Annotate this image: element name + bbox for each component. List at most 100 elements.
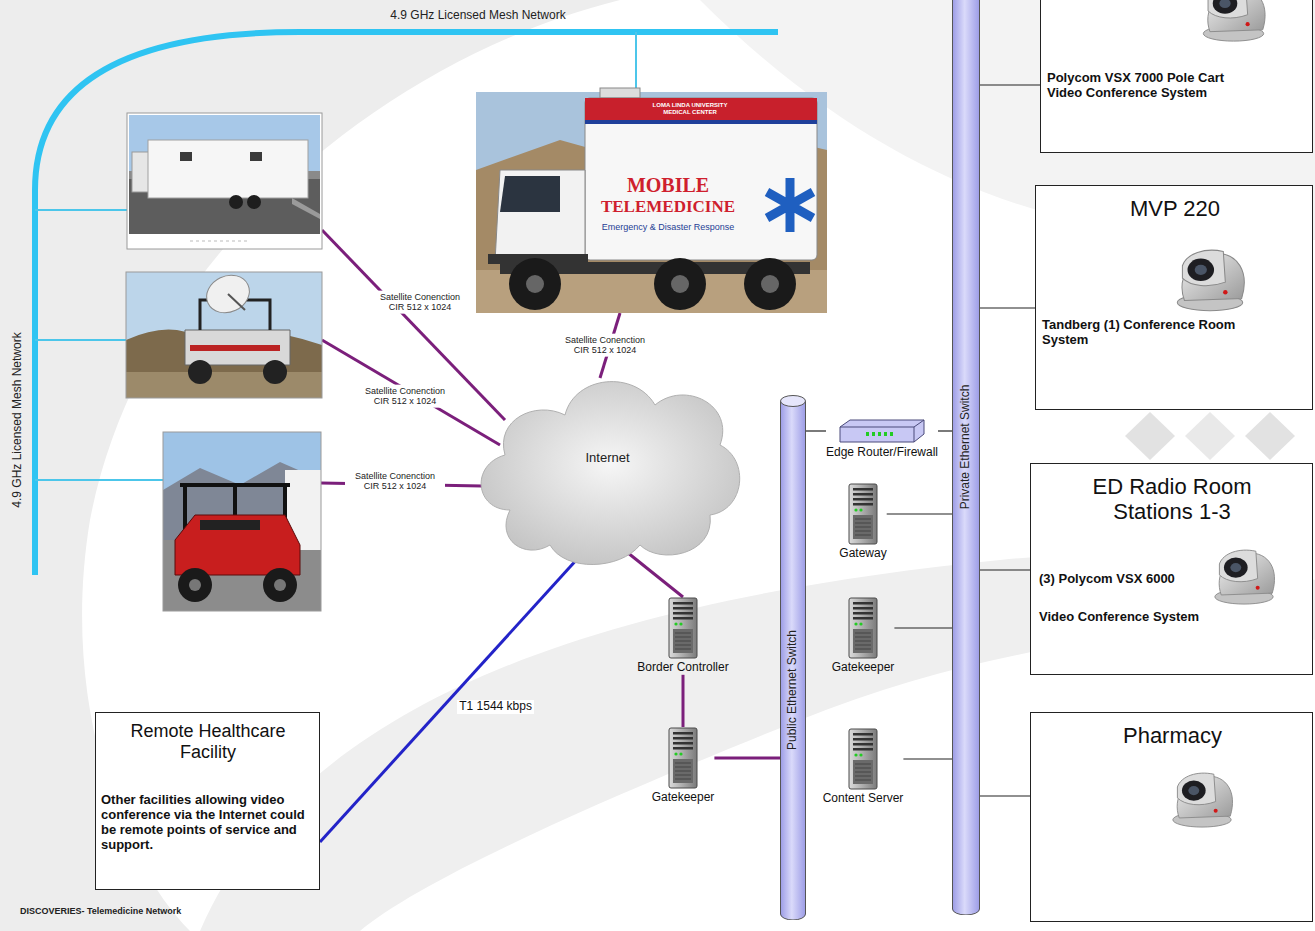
box-body: Other facilities allowing video conferen… [101, 793, 316, 853]
camera-icon [1203, 542, 1285, 606]
camera-icon-part [1203, 0, 1265, 41]
link-label: Satellite Conenction CIR 512 x 1024 [345, 470, 445, 493]
telemedicine-truck-photo-part [671, 275, 689, 293]
trailer-photo-part [247, 195, 261, 209]
text-slot: Satellite Conenction CIR 512 x 1024 [370, 291, 470, 314]
trailer-photo-part [229, 195, 243, 209]
utility-vehicle-photo-part [126, 329, 322, 398]
red-utility-vehicle-photo-part [175, 515, 300, 575]
mesh-network-line-part [35, 32, 778, 575]
utility-vehicle-photo-part [185, 330, 290, 365]
text-slot: LOMA LINDA UNIVERSITY MEDICAL CENTER [642, 102, 738, 116]
camera-icon [1191, 0, 1276, 43]
telemedicine-truck-photo-part [500, 176, 560, 212]
facility-box: Remote Healthcare FacilityOther faciliti… [95, 712, 320, 890]
red-utility-vehicle-photo-part [163, 432, 321, 611]
switch-bus: Public Ethernet Switch [780, 395, 806, 920]
trailer-photo-part [250, 152, 262, 161]
red-utility-vehicle-photo-part [200, 520, 260, 530]
box-heading: ED Radio Room Stations 1-3 [1082, 474, 1262, 525]
telemedicine-truck-photo [476, 88, 827, 313]
connector [980, 84, 1040, 85]
telemedicine-truck-photo-part [476, 92, 827, 313]
server-icon [848, 597, 878, 659]
cylinder-shape-part [781, 396, 806, 407]
utility-vehicle-photo-part [228, 294, 245, 310]
cylinder-shape-part [781, 401, 806, 920]
telemedicine-truck-photo-part [585, 98, 817, 260]
telemedicine-truck-photo-part [509, 258, 561, 310]
utility-vehicle-photo-part [126, 272, 322, 398]
server-icon-part [849, 484, 877, 544]
trailer-photo [127, 113, 322, 249]
trailer-photo-part [148, 140, 308, 198]
text-slot: 4.9 GHz Licensed Mesh Network [11, 332, 25, 507]
trailer-photo-part [292, 198, 320, 219]
text-slot: MOBILE [627, 174, 709, 197]
text-slot: Satellite Conenction CIR 512 x 1024 [345, 470, 445, 493]
camera-icon [1161, 765, 1243, 829]
server-node: Gatekeeper [832, 597, 895, 675]
internet-cloud: Internet [470, 360, 745, 570]
telemedicine-truck-photo-part [744, 258, 796, 310]
server-node: Border Controller [637, 597, 728, 675]
background-part [200, 554, 1315, 931]
endpoint-box: ED Radio Room Stations 1-3 (3) Polycom VS… [1030, 463, 1313, 675]
utility-vehicle-photo [126, 268, 322, 398]
telemedicine-truck-photo-part [585, 120, 817, 124]
endpoint-box: MVP 220Tandberg (1) Conference Room Syst… [1035, 185, 1313, 410]
box-body: (3) Polycom VSX 6000 [1039, 572, 1209, 587]
caption-text: DISCOVERIES- Telemedicine Network [20, 906, 181, 916]
server-icon-part [849, 598, 877, 658]
text-slot: Polycom VSX 7000 Pole Cart Video Confere… [1047, 71, 1227, 101]
utility-vehicle-photo-part [263, 360, 287, 384]
utility-vehicle-photo-part [200, 268, 255, 319]
endpoint-box: Polycom VSX 7000 Pole Cart Video Confere… [1040, 0, 1313, 153]
telemedicine-truck-photo-part [767, 178, 813, 232]
telemedicine-truck-photo-part [495, 170, 585, 262]
device-label: Gateway [839, 547, 886, 561]
caption-text: TELEMEDICINE [601, 197, 735, 217]
connector [980, 307, 1035, 308]
red-utility-vehicle-photo-part [274, 579, 286, 591]
box-heading: Remote Healthcare Facility [108, 721, 308, 762]
server-node: Gatekeeper [652, 727, 715, 805]
red-utility-vehicle-photo-part [163, 432, 321, 611]
text-slot: Video Conference System [1039, 610, 1239, 625]
telemedicine-truck-photo-part [654, 258, 706, 310]
device-label: Edge Router/Firewall [826, 446, 938, 460]
server-icon-part [669, 598, 697, 658]
device-label: Gatekeeper [652, 791, 715, 805]
caption-text: MOBILE [627, 174, 709, 197]
text-slot: Satellite Conenction CIR 512 x 1024 [355, 385, 455, 408]
switch-label: Public Ethernet Switch [786, 630, 800, 750]
link-label: Satellite Conenction CIR 512 x 1024 [555, 334, 655, 357]
red-utility-vehicle-photo-part [263, 568, 297, 602]
trailer-photo-part [127, 113, 322, 249]
background-part [1125, 412, 1175, 460]
cloud-shape [470, 360, 745, 570]
camera-icon-part [1215, 550, 1275, 604]
text-slot: Private Ethernet Switch [959, 385, 973, 510]
red-utility-vehicle-photo [163, 432, 321, 611]
red-utility-vehicle-photo-part [163, 462, 321, 611]
server-icon-part [669, 728, 697, 788]
network-label: 4.9 GHz Licensed Mesh Network [11, 332, 25, 507]
router-icon-part [840, 420, 924, 442]
background-part [1245, 412, 1295, 460]
telemedicine-truck-photo-part [585, 98, 817, 120]
link-label: Satellite Conenction CIR 512 x 1024 [370, 291, 470, 314]
utility-vehicle-photo-part [188, 360, 212, 384]
connector [938, 430, 952, 431]
telemedicine-truck-photo-part [526, 275, 544, 293]
text-slot: (3) Polycom VSX 6000 [1039, 572, 1209, 587]
camera-icon [1164, 241, 1256, 313]
red-utility-vehicle-photo-part [189, 579, 201, 591]
server-icon [848, 728, 878, 790]
connector [980, 795, 1030, 796]
switch-label: Private Ethernet Switch [959, 385, 973, 510]
text-slot: MVP 220 [1036, 196, 1314, 221]
connector [894, 627, 952, 628]
device-label: Content Server [823, 792, 904, 806]
background-part [1185, 412, 1235, 460]
